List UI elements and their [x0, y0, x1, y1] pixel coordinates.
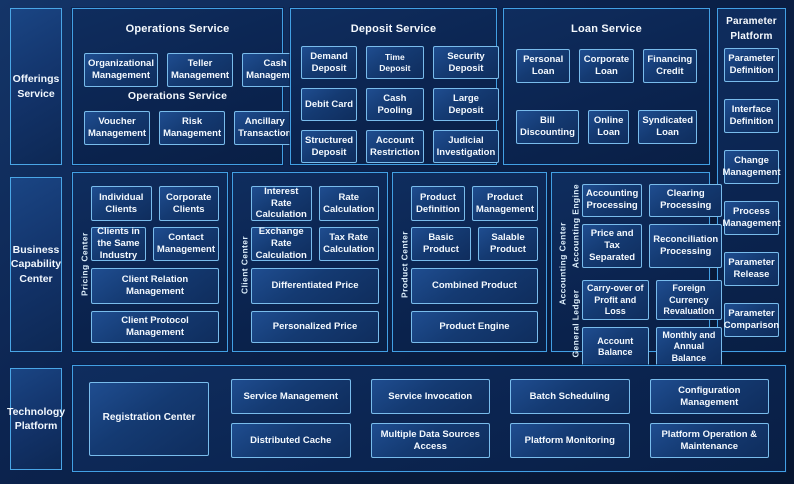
block-organizational-management: Organizational Management — [84, 53, 158, 87]
block-client-relation-management: Client Relation Management — [91, 268, 219, 304]
block-exchange-rate-calculation: Exchange Rate Calculation — [251, 226, 312, 261]
block-client-protocol-management: Client Protocol Management — [91, 310, 219, 343]
block-syndicated-loan: Syndicated Loan — [638, 110, 697, 144]
block-monthly-annual-balance: Monthly and Annual Balance — [655, 327, 723, 367]
operations-service-panel: Operations Service Organizational Manage… — [72, 8, 309, 165]
block-teller-management: Teller Management — [166, 53, 234, 87]
product-center-panel: Product Center Product Definition Produc… — [392, 172, 547, 352]
block-judicial-investigation: Judicial Investigation — [432, 130, 500, 163]
accounting-center-panel: Accounting Center Accounting Engine Acco… — [551, 172, 723, 367]
accounting-engine-vertical-label: Accounting Engine — [570, 184, 581, 269]
block-price-tax-separated: Price and Tax Separated — [582, 223, 643, 269]
block-voucher-management: Voucher Management — [84, 111, 151, 145]
block-parameter-definition: Parameter Definition — [724, 48, 779, 82]
offerings-service-label: Offerings Service — [10, 8, 62, 165]
block-rate-calculation: Rate Calculation — [318, 186, 379, 221]
pricing-center-panel: Pricing Center Individual Clients Corpor… — [72, 172, 228, 352]
block-clearing-processing: Clearing Processing — [649, 184, 723, 217]
block-cash-pooling: Cash Pooling — [366, 88, 424, 121]
block-corporate-clients: Corporate Clients — [158, 186, 219, 221]
block-multiple-data-sources-access: Multiple Data Sources Access — [370, 423, 490, 458]
block-differentiated-price: Differentiated Price — [251, 268, 379, 304]
block-interface-definition: Interface Definition — [724, 99, 779, 133]
parameter-platform-panel: Parameter Platform Parameter Definition … — [717, 8, 786, 352]
business-capability-center-text: Business Capability Center — [10, 244, 62, 285]
block-salable-product: Salable Product — [478, 227, 538, 261]
block-combined-product: Combined Product — [411, 268, 538, 304]
block-bill-discounting: Bill Discounting — [516, 110, 579, 144]
block-tax-rate-calculation: Tax Rate Calculation — [318, 227, 379, 261]
block-product-definition: Product Definition — [411, 186, 465, 221]
block-reconciliation-processing: Reconciliation Processing — [649, 223, 723, 269]
block-distributed-cache: Distributed Cache — [231, 423, 351, 458]
block-foreign-currency-revaluation: Foreign Currency Revaluation — [655, 280, 723, 320]
block-basic-product: Basic Product — [411, 227, 471, 261]
deposit-service-title: Deposit Service — [350, 23, 437, 35]
block-individual-clients: Individual Clients — [91, 186, 152, 221]
operations-service-caption: Operations Service — [127, 90, 228, 102]
block-clients-same-industry: Clients in the Same Industry — [91, 226, 146, 261]
block-process-management: Process Management — [722, 201, 781, 235]
block-service-invocation: Service Invocation — [370, 379, 490, 414]
block-financing-credit: Financing Credit — [642, 49, 697, 83]
block-demand-deposit: Demand Deposit — [301, 46, 358, 79]
business-capability-center-label: Business Capability Center — [10, 177, 62, 352]
block-interest-rate-calculation: Interest Rate Calculation — [251, 186, 312, 221]
block-product-engine: Product Engine — [411, 310, 538, 343]
deposit-service-panel: Deposit Service Demand Deposit Time Depo… — [290, 8, 500, 165]
block-change-management: Change Management — [722, 150, 781, 184]
client-center-panel: Client Center Interest Rate Calculation … — [232, 172, 388, 352]
block-platform-monitoring: Platform Monitoring — [510, 423, 630, 458]
parameter-platform-title-line2: Platform — [730, 31, 773, 42]
operations-service-title: Operations Service — [125, 23, 230, 35]
block-platform-operation-maintenance: Platform Operation & Maintenance — [649, 423, 769, 458]
block-corporate-loan: Corporate Loan — [579, 49, 634, 83]
general-ledger-vertical-label: General Ledger — [570, 289, 581, 358]
accounting-center-vertical-label: Accounting Center — [557, 222, 568, 305]
offerings-service-text: Offerings Service — [12, 73, 60, 100]
block-service-management: Service Management — [231, 379, 351, 414]
block-contact-management: Contact Management — [152, 227, 219, 261]
loan-service-panel: Loan Service Personal Loan Corporate Loa… — [503, 8, 710, 165]
pricing-center-vertical-label: Pricing Center — [79, 232, 90, 297]
block-account-balance: Account Balance — [582, 327, 649, 367]
block-carry-over-profit-loss: Carry-over of Profit and Loss — [582, 280, 649, 320]
block-registration-center: Registration Center — [89, 381, 209, 456]
parameter-platform-title-line1: Parameter — [726, 16, 777, 27]
product-center-vertical-label: Product Center — [399, 231, 410, 298]
block-personalized-price: Personalized Price — [251, 310, 379, 343]
block-parameter-release: Parameter Release — [724, 252, 779, 286]
block-large-deposit: Large Deposit — [432, 88, 500, 121]
client-center-vertical-label: Client Center — [239, 235, 250, 294]
block-security-deposit: Security Deposit — [432, 46, 500, 79]
loan-service-title: Loan Service — [571, 23, 642, 35]
block-risk-management: Risk Management — [159, 111, 226, 145]
block-ancillary-transaction: Ancillary Transaction — [234, 111, 296, 145]
block-time-deposit: Time Deposit — [366, 46, 424, 79]
block-batch-scheduling: Batch Scheduling — [510, 379, 630, 414]
block-online-loan: Online Loan — [587, 110, 630, 144]
technology-platform-panel: Registration Center Service Management S… — [72, 365, 786, 472]
block-account-restriction: Account Restriction — [366, 130, 424, 163]
block-debit-card: Debit Card — [301, 88, 358, 121]
technology-platform-label: Technology Platform — [6, 368, 66, 470]
block-structured-deposit: Structured Deposit — [301, 130, 358, 163]
block-product-management: Product Management — [471, 186, 538, 221]
technology-platform-text: Technology Platform — [6, 405, 66, 432]
block-parameter-comparison: Parameter Comparison — [724, 303, 779, 337]
block-personal-loan: Personal Loan — [516, 49, 571, 83]
block-accounting-processing: Accounting Processing — [582, 184, 643, 217]
block-configuration-management: Configuration Management — [649, 379, 769, 414]
